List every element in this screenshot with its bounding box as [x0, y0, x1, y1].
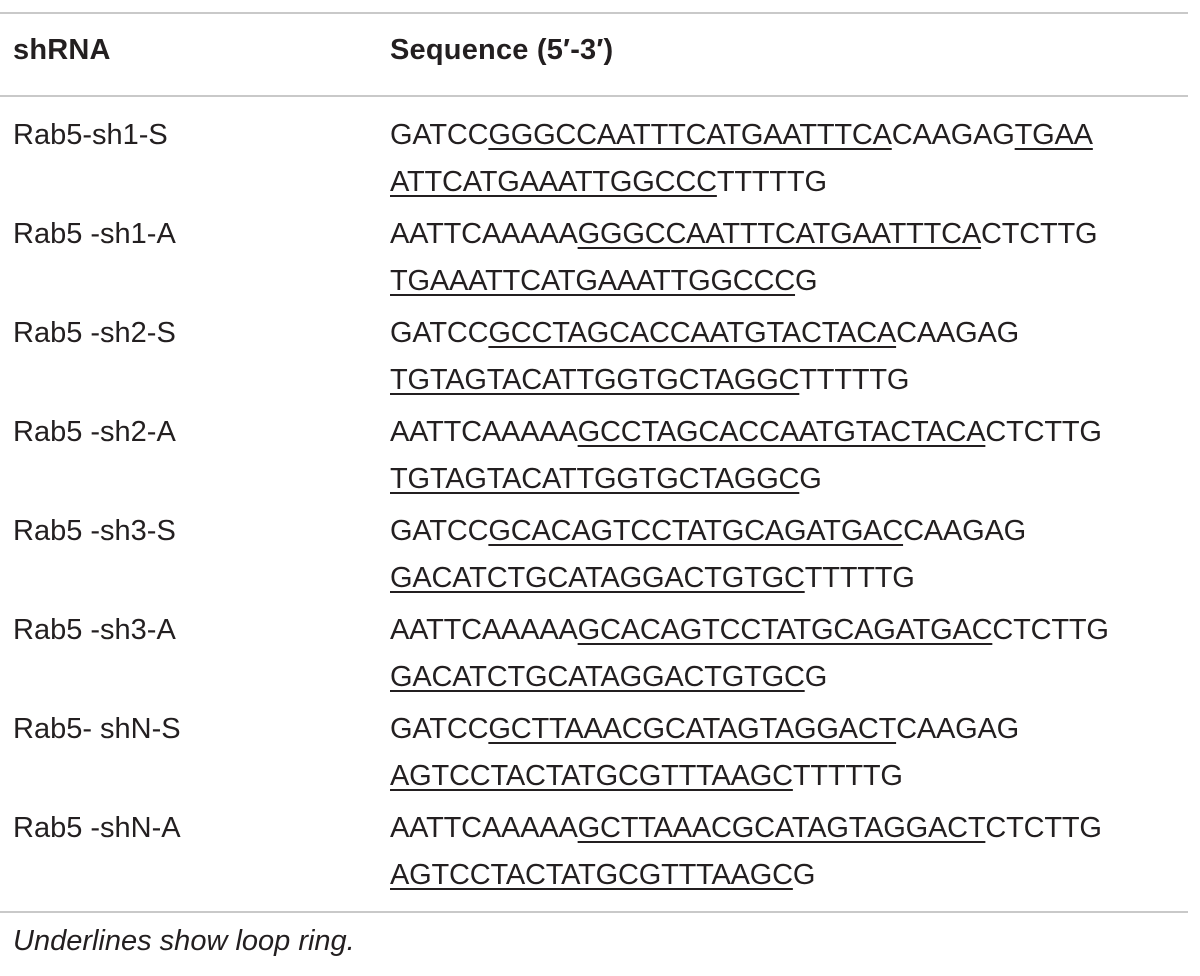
underlined-segment: GCCTAGCACCAATGTACTACA	[488, 317, 897, 349]
shrna-name: Rab5 -shN-A	[13, 812, 181, 844]
sequence-line2: TGTAGTACATTGGTGCTAGGCG	[390, 463, 822, 496]
shrna-name: Rab5 -sh1-A	[13, 218, 176, 250]
sequence-segment: G	[795, 265, 818, 297]
sequence-segment: TTTTTG	[716, 166, 827, 198]
sequence-line2: GACATCTGCATAGGACTGTGCTTTTTG	[390, 562, 915, 595]
header-sequence: Sequence (5′-3′)	[390, 34, 614, 66]
table-row: Rab5 -shN-A AATTCAAAAAGCTTAAACGCATAGTAGGA…	[0, 795, 1188, 894]
underlined-segment: GCTTAAACGCATAGTAGGACT	[488, 713, 897, 745]
sequence-segment: G	[792, 859, 816, 891]
underlined-segment: GGGCCAATTTCATGAATTTCA	[488, 119, 892, 151]
sequence-segment: TTTTTG	[804, 562, 915, 594]
table-row: Rab5-sh1-S GATCCGGGCCAATTTCATGAATTTCACAAG…	[0, 102, 1188, 201]
sequence-line1: GATCCGGGCCAATTTCATGAATTTCACAAGAGTGAA	[390, 119, 1093, 152]
underlined-segment: GCACAGTCCTATGCAGATGAC	[577, 614, 993, 646]
underlined-segment: TGAA	[1014, 119, 1093, 151]
sequence-line1: AATTCAAAAAGCCTAGCACCAATGTACTACACTCTTG	[390, 416, 1102, 449]
header-shrna: shRNA	[13, 34, 111, 66]
underlined-segment: GACATCTGCATAGGACTGTGC	[390, 562, 805, 594]
sequence-line2: AGTCCTACTATGCGTTTAAGCG	[390, 859, 815, 892]
sequence-line2: ATTCATGAAATTGGCCCTTTTTG	[390, 166, 827, 199]
sequence-segment: TTTTTG	[792, 760, 903, 792]
sequence-segment: CAAGAG	[896, 713, 1019, 745]
table-row: Rab5- shN-S GATCCGCTTAAACGCATAGTAGGACTCAA…	[0, 696, 1188, 795]
underlined-segment: GGGCCAATTTCATGAATTTCA	[577, 218, 982, 250]
shrna-name: Rab5 -sh3-A	[13, 614, 176, 646]
sequence-line1: GATCCGCACAGTCCTATGCAGATGACCAAGAG	[390, 515, 1026, 548]
sequence-segment: CTCTTG	[985, 416, 1102, 448]
table-footnote: Underlines show loop ring.	[13, 925, 355, 957]
underlined-segment: AGTCCTACTATGCGTTTAAGC	[390, 859, 793, 891]
sequence-segment: GATCC	[390, 515, 489, 547]
table-row: Rab5 -sh3-S GATCCGCACAGTCCTATGCAGATGACCAA…	[0, 498, 1188, 597]
shrna-name: Rab5-sh1-S	[13, 119, 168, 151]
sequence-segment: G	[804, 661, 828, 693]
sequence-segment: CTCTTG	[992, 614, 1109, 646]
underlined-segment: TGTAGTACATTGGTGCTAGGC	[390, 364, 800, 396]
table-bottom-rule	[0, 911, 1188, 913]
header-rule	[0, 95, 1188, 97]
sequence-line1: AATTCAAAAAGCACAGTCCTATGCAGATGACCTCTTG	[390, 614, 1109, 647]
shrna-name: Rab5 -sh2-S	[13, 317, 176, 349]
sequence-segment: AATTCAAAAA	[390, 812, 578, 844]
table-row: Rab5 -sh1-A AATTCAAAAAGGGCCAATTTCATGAATTT…	[0, 201, 1188, 300]
sequence-line2: TGTAGTACATTGGTGCTAGGCTTTTTG	[390, 364, 909, 397]
sequence-segment: CTCTTG	[985, 812, 1102, 844]
table-row: Rab5 -sh2-A AATTCAAAAAGCCTAGCACCAATGTACTA…	[0, 399, 1188, 498]
sequence-segment: GATCC	[390, 317, 489, 349]
underlined-segment: TGTAGTACATTGGTGCTAGGC	[390, 463, 800, 495]
shrna-name: Rab5 -sh2-A	[13, 416, 176, 448]
sequence-segment: TTTTTG	[799, 364, 910, 396]
sequence-segment: CAAGAG	[896, 317, 1019, 349]
sequence-line1: GATCCGCTTAAACGCATAGTAGGACTCAAGAG	[390, 713, 1019, 746]
sequence-line1: GATCCGCCTAGCACCAATGTACTACACAAGAG	[390, 317, 1019, 350]
sequence-line2: GACATCTGCATAGGACTGTGCG	[390, 661, 827, 694]
sequence-line1: AATTCAAAAAGCTTAAACGCATAGTAGGACTCTCTTG	[390, 812, 1102, 845]
sequence-segment: G	[799, 463, 822, 495]
underlined-segment: GCTTAAACGCATAGTAGGACT	[577, 812, 986, 844]
underlined-segment: ATTCATGAAATTGGCCC	[390, 166, 717, 198]
underlined-segment: GCCTAGCACCAATGTACTACA	[577, 416, 986, 448]
shrna-name: Rab5- shN-S	[13, 713, 181, 745]
underlined-segment: GACATCTGCATAGGACTGTGC	[390, 661, 805, 693]
table-row: Rab5 -sh3-A AATTCAAAAAGCACAGTCCTATGCAGATG…	[0, 597, 1188, 696]
sequence-segment: AATTCAAAAA	[390, 614, 578, 646]
table-row: Rab5 -sh2-S GATCCGCCTAGCACCAATGTACTACACAA…	[0, 300, 1188, 399]
sequence-segment: CAAGAG	[891, 119, 1015, 151]
sequence-segment: GATCC	[390, 713, 489, 745]
underlined-segment: GCACAGTCCTATGCAGATGAC	[488, 515, 904, 547]
sequence-segment: CAAGAG	[903, 515, 1026, 547]
underlined-segment: TGAAATTCATGAAATTGGCCC	[390, 265, 796, 297]
sequence-segment: CTCTTG	[981, 218, 1098, 250]
underlined-segment: AGTCCTACTATGCGTTTAAGC	[390, 760, 793, 792]
sequence-line2: AGTCCTACTATGCGTTTAAGCTTTTTG	[390, 760, 903, 793]
sequence-line1: AATTCAAAAAGGGCCAATTTCATGAATTTCACTCTTG	[390, 218, 1098, 251]
sequence-line2: TGAAATTCATGAAATTGGCCCG	[390, 265, 818, 298]
shrna-name: Rab5 -sh3-S	[13, 515, 176, 547]
sequence-segment: GATCC	[390, 119, 489, 151]
sequence-segment: AATTCAAAAA	[390, 218, 578, 250]
table-top-rule	[0, 12, 1188, 14]
sequence-segment: AATTCAAAAA	[390, 416, 578, 448]
